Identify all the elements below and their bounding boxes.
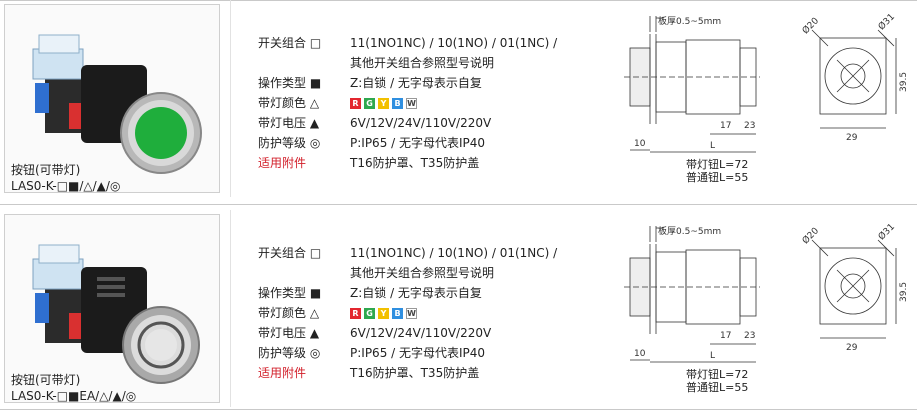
normal-button-length: 普通钮L=55 [686, 381, 749, 394]
dim-17: 17 [720, 121, 731, 131]
color-chip-b: B [392, 308, 403, 319]
product-block-1: 按钮(可带灯) LAS0-K-□■/△/▲/◎ 开关组合 □ 11(1NO1NC… [0, 0, 917, 197]
dim-29: 29 [846, 133, 858, 143]
dim-10: 10 [634, 349, 646, 359]
color-chip-g: G [364, 308, 375, 319]
dim-23: 23 [744, 121, 755, 131]
color-chip-b: B [392, 98, 403, 109]
color-chip-y: Y [378, 98, 389, 109]
product-photo: 按钮(可带灯) LAS0-K-□■/△/▲/◎ [4, 4, 220, 193]
color-chip-w: W [406, 98, 417, 109]
dim-17: 17 [720, 331, 731, 341]
push-button-photo-icon [32, 34, 202, 174]
product-caption-title: 按钮(可带灯) [11, 163, 81, 177]
color-chip-g: G [364, 98, 375, 109]
normal-button-length: 普通钮L=55 [686, 171, 749, 184]
dim-29: 29 [846, 343, 858, 353]
top-divider [0, 0, 917, 1]
dim-d31: Ø31 [876, 11, 897, 32]
dimension-drawing: 板厚0.5~5mm 17 23 10 L Ø20 Ø31 39.5 29 [610, 214, 915, 404]
lamp-button-length: 带灯钮L=72 [686, 368, 749, 381]
dim-d31: Ø31 [876, 221, 897, 242]
color-chip-w: W [406, 308, 417, 319]
color-chip-r: R [350, 308, 361, 319]
panel-thickness-label: 板厚0.5~5mm [658, 15, 721, 27]
product-photo: 按钮(可带灯) LAS0-K-□■EA/△/▲/◎ [4, 214, 220, 403]
dim-23: 23 [744, 331, 755, 341]
block-divider [0, 204, 917, 205]
vertical-divider [230, 210, 231, 407]
product-model-code: LAS0-K-□■EA/△/▲/◎ [11, 389, 137, 403]
dim-L: L [710, 141, 715, 151]
dim-39-5: 39.5 [899, 282, 909, 302]
dim-10: 10 [634, 139, 646, 149]
vertical-divider [230, 0, 231, 197]
dim-d20: Ø20 [800, 15, 821, 36]
dimension-drawing: 板厚0.5~5mm 17 23 10 L Ø20 Ø31 39.5 29 [610, 4, 915, 194]
color-chip-r: R [350, 98, 361, 109]
dim-39-5: 39.5 [899, 72, 909, 92]
push-button-photo-icon [32, 244, 200, 384]
dim-d20: Ø20 [800, 225, 821, 246]
color-chip-y: Y [378, 308, 389, 319]
product-model-code: LAS0-K-□■/△/▲/◎ [11, 179, 121, 193]
dim-L: L [710, 351, 715, 361]
lamp-button-length: 带灯钮L=72 [686, 158, 749, 171]
panel-thickness-label: 板厚0.5~5mm [658, 225, 721, 237]
product-block-2: 按钮(可带灯) LAS0-K-□■EA/△/▲/◎ 开关组合 □ 11(1NO1… [0, 210, 917, 407]
product-caption-title: 按钮(可带灯) [11, 373, 81, 387]
